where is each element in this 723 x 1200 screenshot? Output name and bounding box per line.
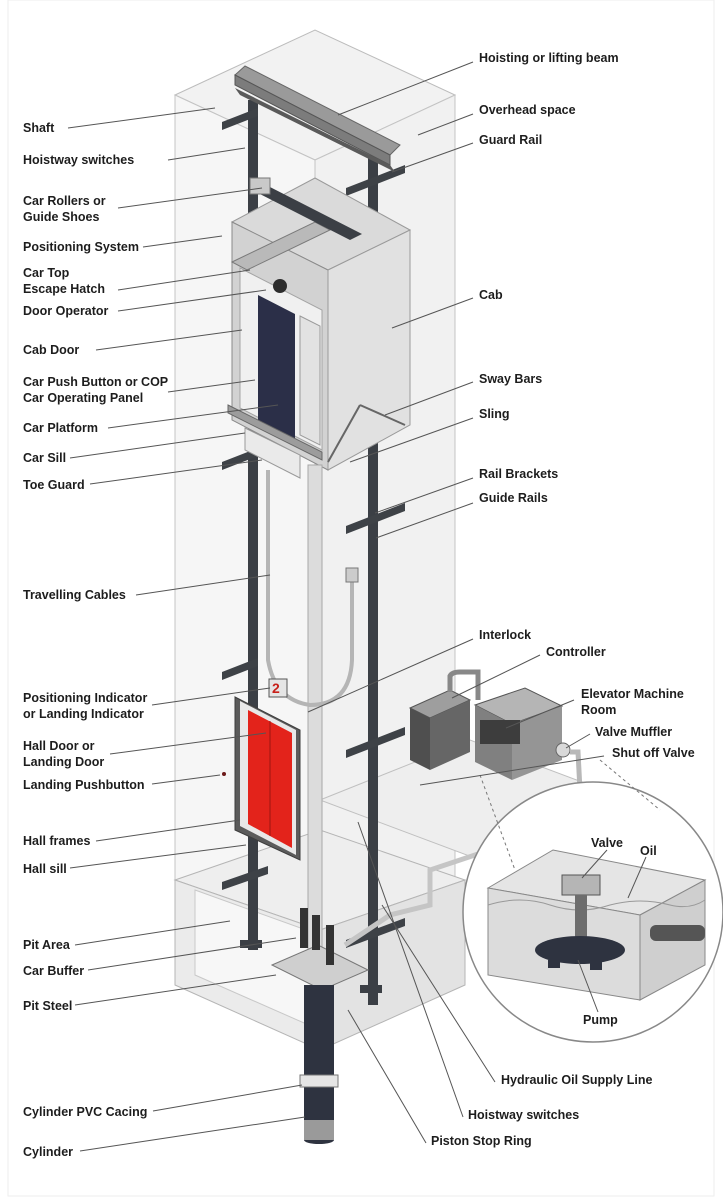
label-oil: Oil [640,844,657,858]
label-piston-stop-ring: Piston Stop Ring [431,1134,532,1148]
label-car-platform: Car Platform [23,421,99,435]
landing-pushbutton-dot [222,772,226,776]
label-interlock: Interlock [479,628,532,642]
label-sling: Sling [479,407,510,421]
label-cylinder: Cylinder [23,1145,74,1159]
label-hoistway-switches-bottom: Hoistway switches [468,1108,580,1122]
label-car-sill: Car Sill [23,451,67,465]
inset-leader-right [599,759,661,811]
label-landing-pushbutton: Landing Pushbutton [23,778,145,792]
label-pit-steel: Pit Steel [23,999,73,1013]
label-hall-frames: Hall frames [23,834,91,848]
label-shaft: Shaft [23,121,55,135]
rail-brackets [222,108,405,948]
label-hoisting-beam: Hoisting or lifting beam [479,51,619,65]
plunger [307,464,323,956]
label-hoistway-switches-top: Hoistway switches [23,153,135,167]
elevator-machine [473,687,583,791]
label-sway-bars: Sway Bars [479,372,543,386]
hall-door [234,678,301,861]
inset-leader-left [479,774,516,871]
hoisting-beam [234,65,401,172]
label-guard-rail: Guard Rail [479,133,543,147]
floor-indicator-number: 2 [272,680,280,696]
label-cab-door: Cab Door [23,343,80,357]
label-pit-area: Pit Area [23,938,70,952]
label-car-buffer: Car Buffer [23,964,85,978]
label-hydraulic-line: Hydraulic Oil Supply Line [501,1073,653,1087]
label-controller: Controller [546,645,606,659]
sling-strut [327,404,361,463]
label-cylinder-pvc: Cylinder PVC Cacing [23,1105,148,1119]
cab [227,177,412,479]
label-door-operator: Door Operator [23,304,109,318]
cable-clamp [345,567,359,583]
cylinder [299,985,339,1144]
leader-lines-inset [577,849,647,1013]
guide-rails [248,100,378,1005]
pump-inset [462,781,723,1043]
label-car-rollers: Car Rollers or Guide Shoes [23,194,106,224]
label-car-push-button: Car Push Button or COP Car Operating Pan… [23,375,169,405]
leader-lines-left [67,107,306,1152]
label-hall-door: Hall Door or Landing Door [23,739,105,769]
label-overhead-space: Overhead space [479,103,576,117]
label-car-top-escape-hatch: Car Top Escape Hatch [23,266,105,296]
leader-lines-right [307,61,605,1144]
label-rail-brackets: Rail Brackets [479,467,559,481]
label-toe-guard: Toe Guard [23,478,85,492]
controller-box [408,669,481,770]
label-positioning-system: Positioning System [23,240,139,254]
label-travelling-cables: Travelling Cables [23,588,126,602]
label-hall-sill: Hall sill [23,862,67,876]
label-machine-room: Elevator Machine Room [581,687,684,717]
travelling-cable [266,470,354,708]
label-valve: Valve [591,836,623,850]
label-guide-rails: Guide Rails [479,491,548,505]
label-valve-muffler: Valve Muffler [595,725,673,739]
sway-bar [359,404,406,426]
label-positioning-indicator: Positioning Indicator or Landing Indicat… [23,691,148,721]
label-pump: Pump [583,1013,618,1027]
pit-components [240,908,382,993]
label-shut-off-valve: Shut off Valve [612,746,695,760]
label-cab: Cab [479,288,503,302]
